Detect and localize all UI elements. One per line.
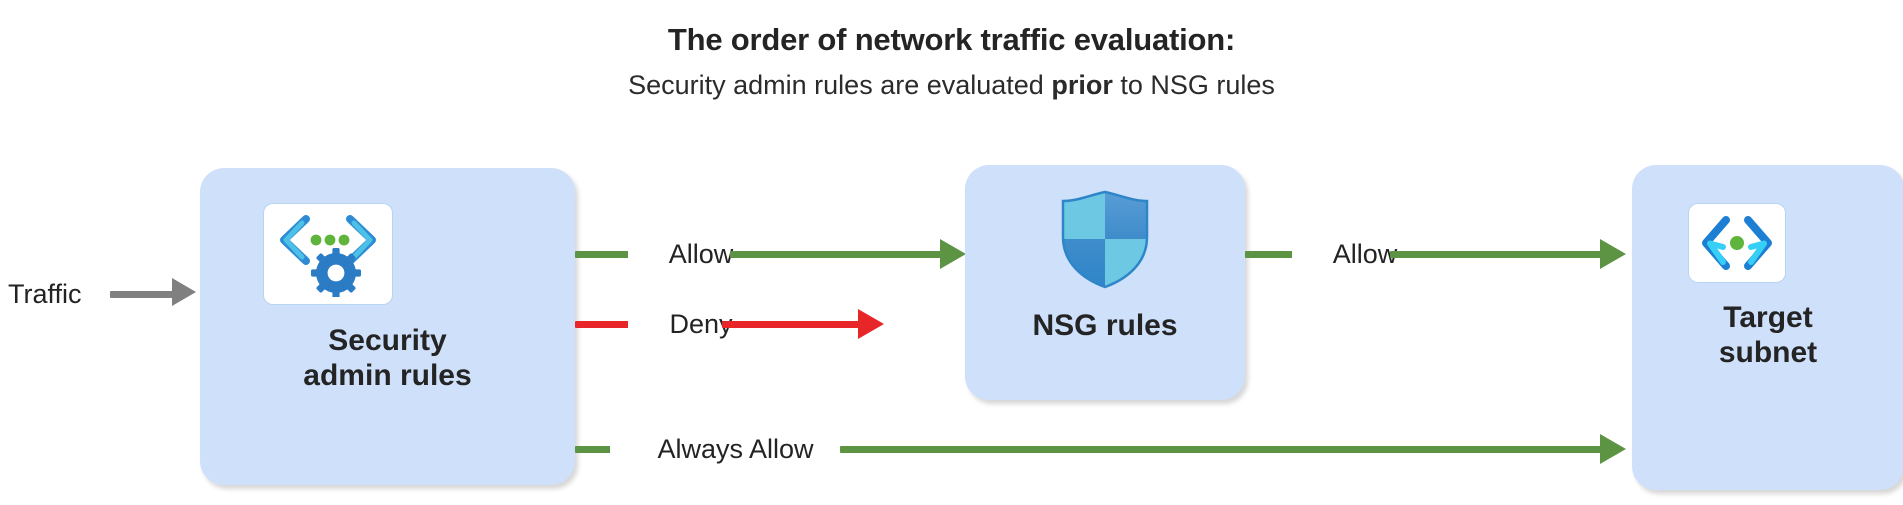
target-subnet-icon-tile — [1688, 203, 1786, 283]
always-allow-arrowhead — [1600, 434, 1626, 464]
node-security-admin-rules-label: Security admin rules — [200, 323, 575, 394]
node-nsg-rules[interactable]: NSG rules — [965, 165, 1245, 400]
security-admin-rules-label-line1: Security — [328, 324, 447, 357]
target-subnet-label-line1: Target — [1723, 301, 1813, 334]
always-allow-label: Always Allow — [610, 434, 861, 465]
security-admin-rules-label-line2: admin rules — [303, 359, 472, 393]
node-security-admin-rules[interactable]: Security admin rules — [200, 168, 575, 485]
allow-to-nsg-line-left — [575, 251, 675, 258]
always-allow-line-right — [840, 446, 1605, 453]
allow-nsg-to-subnet-line-left — [1245, 251, 1317, 258]
code-gear-icon — [280, 215, 376, 297]
node-target-subnet-label: Target subnet — [1632, 300, 1903, 371]
target-subnet-label-line2: subnet — [1718, 336, 1818, 370]
subtitle-text-after: to NSG rules — [1112, 70, 1275, 100]
subnet-icon — [1702, 216, 1772, 270]
allow-nsg-to-subnet-line-right — [1390, 251, 1605, 258]
allow-to-nsg-arrowhead — [940, 239, 966, 269]
subtitle-emphasis: prior — [1051, 70, 1113, 100]
allow-to-nsg-line-right — [730, 251, 945, 258]
node-nsg-rules-label: NSG rules — [1032, 309, 1178, 342]
traffic-arrowhead — [172, 278, 196, 306]
subtitle-text-before: Security admin rules are evaluated — [628, 70, 1052, 100]
traffic-label: Traffic — [8, 279, 82, 309]
deny-line-left — [575, 321, 675, 328]
deny-line-right — [722, 321, 862, 328]
page-subtitle: Security admin rules are evaluated prior… — [0, 70, 1903, 101]
deny-arrowhead — [858, 309, 884, 339]
traffic-line — [110, 291, 174, 298]
allow-nsg-to-subnet-arrowhead — [1600, 239, 1626, 269]
shield-icon — [1061, 190, 1149, 289]
node-target-subnet[interactable]: Target subnet — [1632, 165, 1903, 490]
security-admin-rules-icon-tile — [263, 203, 393, 305]
page-title: The order of network traffic evaluation: — [667, 22, 1236, 57]
